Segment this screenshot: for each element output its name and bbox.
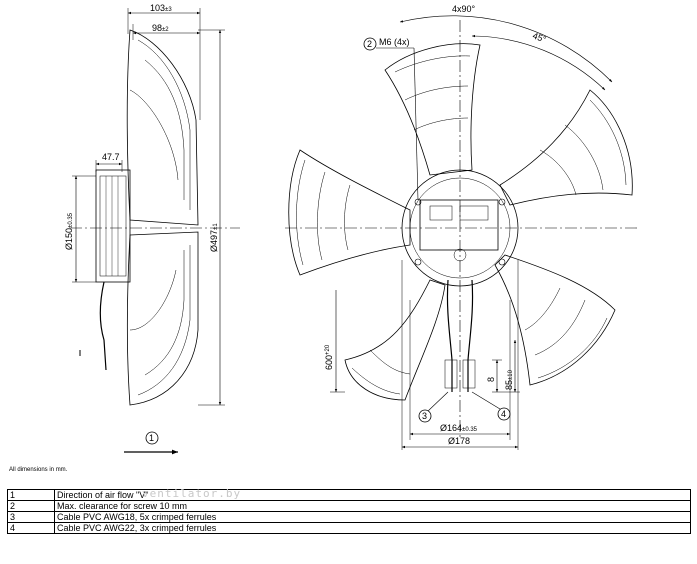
motor-hub xyxy=(95,169,131,283)
svg-text:Ø178: Ø178 xyxy=(448,436,470,446)
blade-right-lower xyxy=(494,254,616,386)
units-note: All dimensions in mm. xyxy=(9,467,68,473)
svg-text:47.7: 47.7 xyxy=(102,152,120,162)
callout-2-circle xyxy=(363,37,377,51)
legend-num: 3 xyxy=(7,511,55,523)
cable-side xyxy=(99,281,107,371)
side-view xyxy=(70,8,240,455)
legend-row: 4 Cable PVC AWG22, 3x crimped ferrules xyxy=(7,522,691,534)
svg-text:4: 4 xyxy=(501,409,506,419)
side-view-labels: 103±3 98±2 47.7 Ø150±0.35 Ø497±1 1 xyxy=(64,3,219,443)
blade-bottom xyxy=(344,279,446,401)
legend-text: Cable PVC AWG22, 3x crimped ferrules xyxy=(54,522,691,534)
mount-hole-2 xyxy=(498,198,506,206)
svg-text:600+20: 600+20 xyxy=(324,344,334,370)
svg-text:4x90°: 4x90° xyxy=(452,4,476,14)
front-view-labels: 4x90° 45° 2 M6 (4x) 600+20 8 85±10 3 4 Ø… xyxy=(324,4,548,446)
legend-row: 2 Max. clearance for screw 10 mm xyxy=(7,500,691,512)
callout-1-label: 1 xyxy=(149,433,154,443)
watermark: ventilator.by xyxy=(142,487,242,500)
svg-text:98±2: 98±2 xyxy=(152,23,169,33)
svg-text:Ø497±1: Ø497±1 xyxy=(209,223,219,252)
blade-left xyxy=(288,149,411,276)
front-view xyxy=(285,15,640,450)
svg-text:103±3: 103±3 xyxy=(150,3,172,13)
cable-4 xyxy=(467,279,474,392)
svg-text:2: 2 xyxy=(367,39,372,49)
terminal-box xyxy=(419,199,499,251)
cable-3 xyxy=(446,279,453,392)
callout-1-circle xyxy=(145,431,159,445)
legend-text: Max. clearance for screw 10 mm xyxy=(54,500,691,512)
legend-table: 1 Direction of air flow "V" 2 Max. clear… xyxy=(7,489,691,534)
legend-num: 4 xyxy=(7,522,55,534)
blade-right-upper xyxy=(499,89,633,206)
svg-text:Ø164±0.35: Ø164±0.35 xyxy=(440,423,478,433)
callout-4-circle xyxy=(497,407,511,421)
blade-profile-lower xyxy=(126,231,199,406)
svg-text:45°: 45° xyxy=(531,30,548,44)
legend-row: 3 Cable PVC AWG18, 5x crimped ferrules xyxy=(7,511,691,523)
blade-profile-upper xyxy=(126,29,199,226)
callout-3-circle xyxy=(418,409,432,423)
mount-hole-4 xyxy=(498,258,506,266)
svg-text:85±10: 85±10 xyxy=(504,369,514,390)
fan-blades xyxy=(288,43,633,401)
svg-text:M6 (4x): M6 (4x) xyxy=(379,37,410,47)
legend-num: 2 xyxy=(7,500,55,512)
svg-text:3: 3 xyxy=(422,411,427,421)
legend-text: Cable PVC AWG18, 5x crimped ferrules xyxy=(54,511,691,523)
mount-hole-3 xyxy=(414,258,422,266)
legend-row: 1 Direction of air flow "V" xyxy=(7,489,691,501)
arc-45 xyxy=(471,34,606,91)
hub-outer xyxy=(401,169,519,287)
svg-text:Ø150±0.35: Ø150±0.35 xyxy=(64,212,74,250)
blade-top xyxy=(384,43,481,176)
technical-drawing: 103±3 98±2 47.7 Ø150±0.35 Ø497±1 1 xyxy=(64,3,640,455)
arc-4x90 xyxy=(399,15,613,83)
legend-num: 1 xyxy=(7,489,55,501)
svg-text:8: 8 xyxy=(486,377,496,382)
